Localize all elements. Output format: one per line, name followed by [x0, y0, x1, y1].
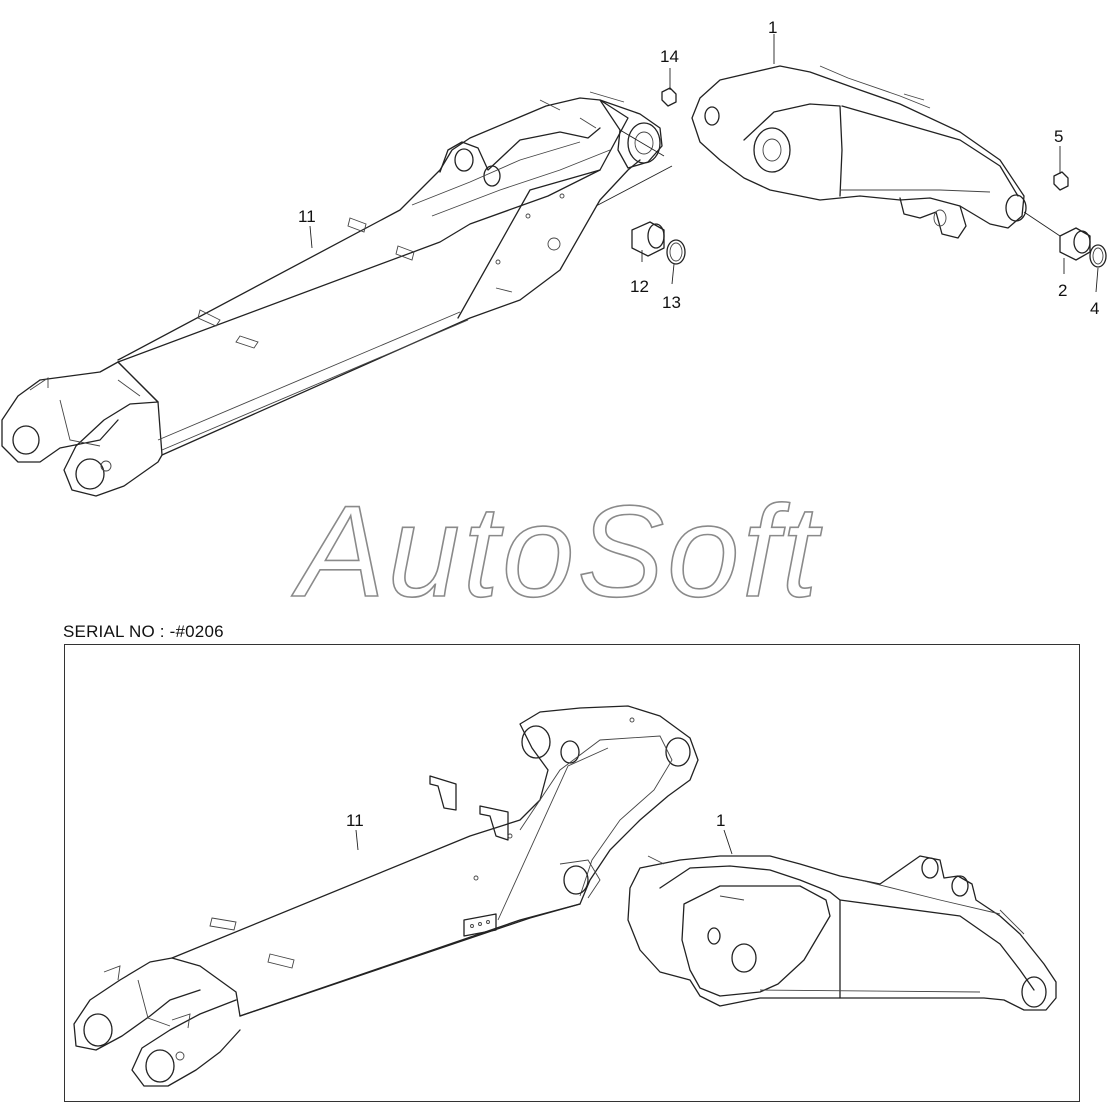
upper-bushing-12 — [631, 221, 665, 257]
lower-variant-frame — [64, 644, 1080, 1102]
upper-nut-14 — [661, 87, 677, 107]
upper-boom-base-part-1 — [691, 65, 1027, 239]
callout-label: 1 — [768, 18, 777, 37]
callout-label: 11 — [346, 811, 364, 830]
callout-label: 1 — [716, 811, 725, 830]
callout-label: 13 — [662, 293, 681, 312]
callout-label: 4 — [1090, 299, 1099, 318]
lower-boom-part-11 — [73, 705, 699, 1087]
upper-nut-5 — [1053, 171, 1069, 191]
callout-label: 11 — [298, 207, 316, 226]
watermark-text: AutoSoft — [291, 478, 823, 624]
upper-ring-13 — [666, 239, 686, 265]
upper-ring-4 — [1089, 244, 1107, 268]
callout-label: 5 — [1054, 127, 1063, 146]
upper-bushing-2 — [1059, 227, 1091, 261]
callout-label: 2 — [1058, 281, 1067, 300]
upper-boom-part-11 — [1, 91, 663, 497]
callout-label: 14 — [660, 47, 679, 66]
lower-boom-base-part-1 — [627, 855, 1057, 1011]
callout-label: 12 — [630, 277, 649, 296]
serial-number-label: SERIAL NO : -#0206 — [63, 622, 224, 641]
